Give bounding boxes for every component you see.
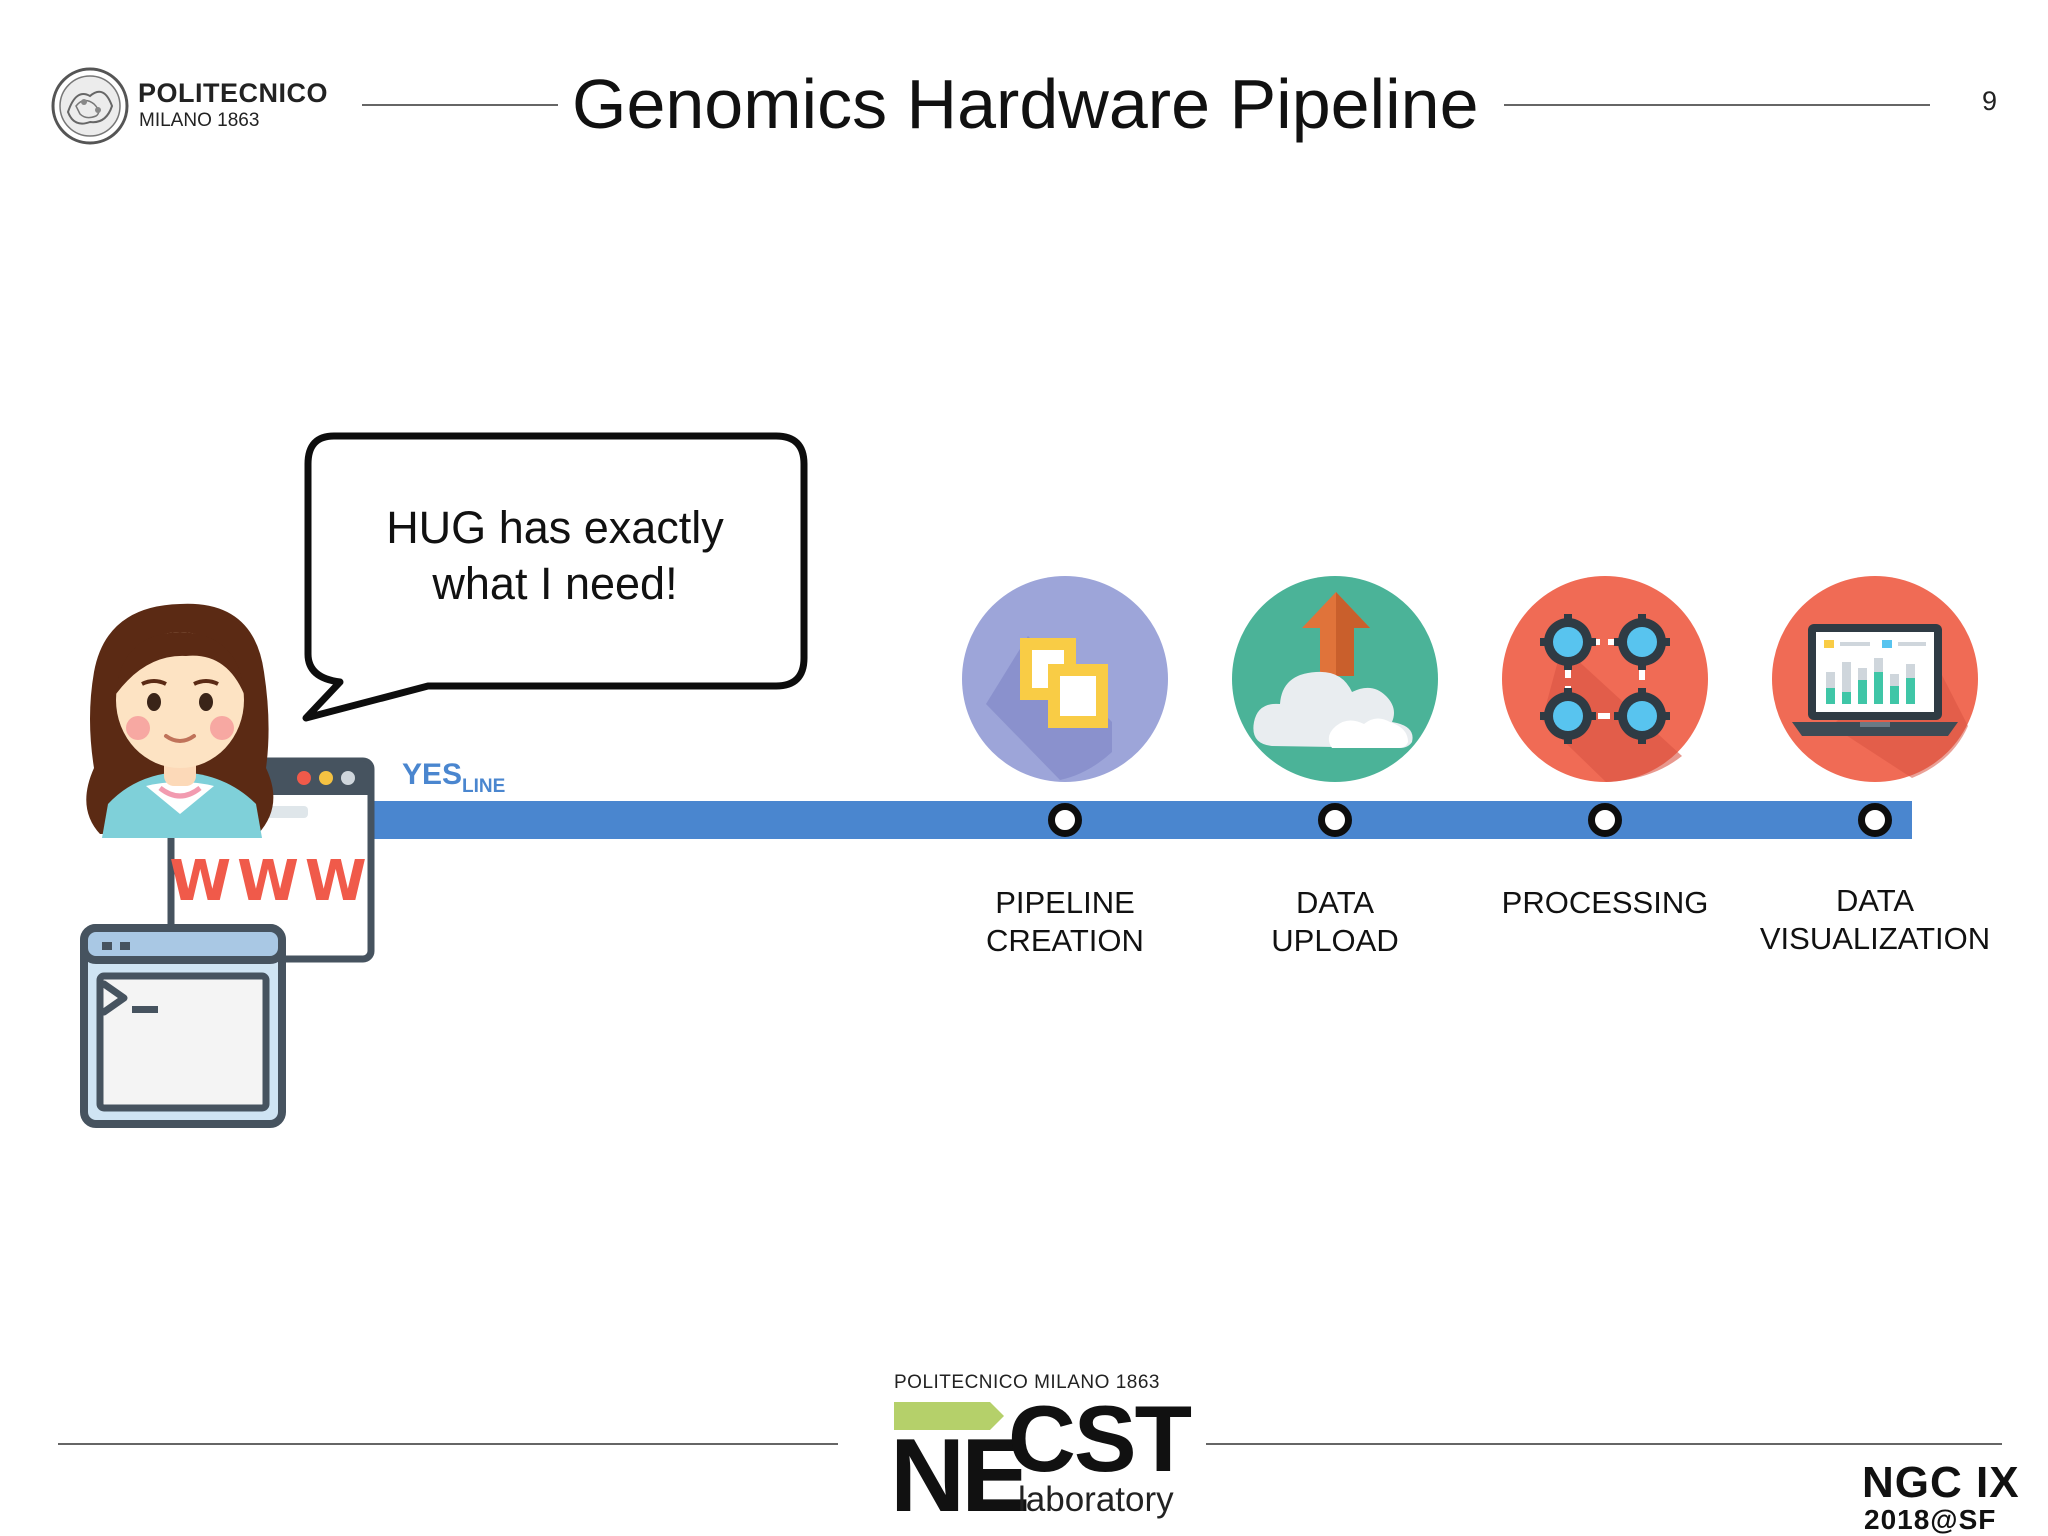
step-label-line: DATA: [1295, 885, 1375, 920]
step-label-line: PROCESSING: [1501, 885, 1709, 920]
page-number: 9: [1982, 86, 1998, 116]
speech-text: HUG has exactly what I need!: [340, 500, 770, 612]
user-avatar: [86, 603, 274, 838]
timeline-node-data-visualization: [1858, 803, 1892, 837]
laptop-chart-icon: [1772, 576, 1978, 782]
step-label-line: DATA: [1835, 883, 1915, 918]
step-label-line: VISUALIZATION: [1759, 921, 1991, 956]
yesline-label-main: YES: [402, 758, 463, 791]
politecnico-seal-icon: [51, 67, 129, 145]
terminal-window-icon: [80, 924, 286, 1128]
step-label-processing: PROCESSING: [1455, 884, 1755, 922]
page-title: Genomics Hardware Pipeline: [572, 65, 1479, 143]
necst-logo-laboratory: laboratory: [1018, 1480, 1174, 1519]
step-label-data-visualization: DATA VISUALIZATION: [1725, 882, 2025, 958]
step-label-line: CREATION: [986, 923, 1144, 958]
politecnico-subtitle: MILANO 1863: [139, 110, 260, 131]
yesline-label: YESLINE: [402, 758, 505, 797]
speech-line-2: what I need!: [432, 558, 678, 609]
timeline-node-pipeline-creation: [1048, 803, 1082, 837]
footer-divider-left: [58, 1443, 838, 1445]
necst-logo-ne: NE: [890, 1418, 1030, 1534]
necst-caption: POLITECNICO MILANO 1863: [894, 1372, 1160, 1393]
title-divider-left: [362, 104, 558, 106]
cloud-upload-icon: [1232, 576, 1438, 782]
ngc-conference-subtitle: 2018@SF: [1864, 1504, 1997, 1535]
timeline-node-data-upload: [1318, 803, 1352, 837]
footer-divider-right: [1206, 1443, 2002, 1445]
step-label-data-upload: DATA UPLOAD: [1185, 884, 1485, 960]
copy-squares-icon: [962, 576, 1168, 782]
www-text: WWW: [169, 849, 372, 914]
yesline-label-sub: LINE: [462, 776, 506, 797]
necst-logo-cst: CST: [1008, 1386, 1192, 1491]
gears-processing-icon: [1502, 576, 1708, 782]
timeline-node-processing: [1588, 803, 1622, 837]
necst-green-bar-icon: [894, 1402, 1004, 1430]
speech-bubble: [302, 432, 808, 722]
step-label-line: PIPELINE: [995, 885, 1135, 920]
yesline-timeline-bar: [372, 801, 1912, 839]
speech-line-1: HUG has exactly: [386, 502, 724, 553]
politecnico-name: POLITECNICO: [138, 78, 329, 108]
ngc-conference-title: NGC IX: [1862, 1458, 2020, 1507]
title-divider-right: [1504, 104, 1930, 106]
step-label-pipeline-creation: PIPELINE CREATION: [915, 884, 1215, 960]
step-label-line: UPLOAD: [1271, 923, 1399, 958]
